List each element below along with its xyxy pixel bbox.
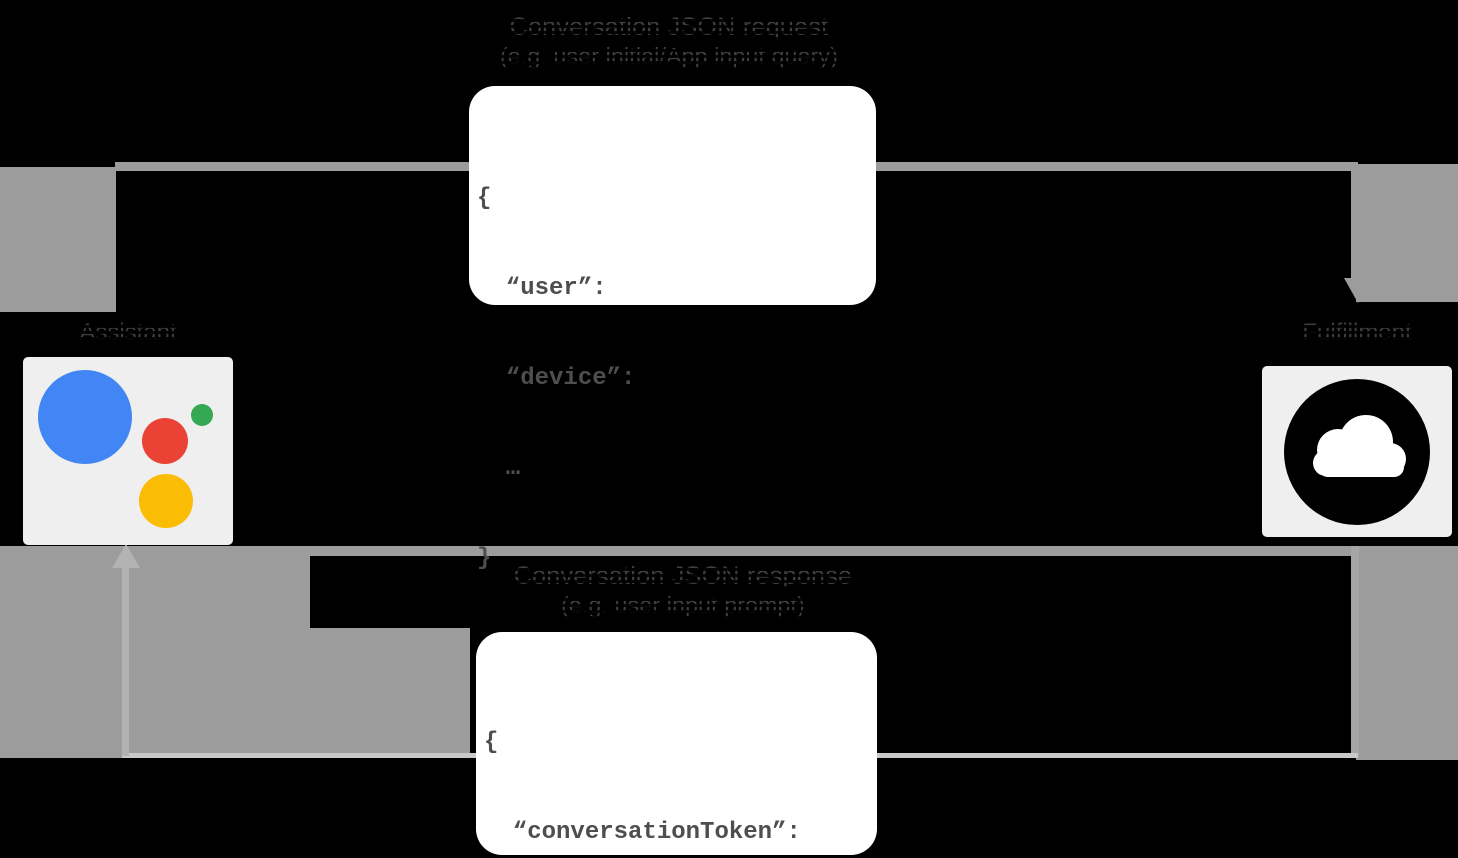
request-json-panel: { “user”: “device”: … }	[469, 86, 876, 572]
code-line: {	[477, 185, 492, 212]
response-json-panel: { “conversationToken”: “userStorage”: … …	[476, 632, 877, 855]
request-title: Conversation JSON request	[369, 13, 969, 42]
response-subtitle: (e.g. user input prompt)	[383, 592, 983, 619]
request-subtitle: (e.g. user initial/App input query)	[369, 43, 969, 70]
assistant-green-circle	[191, 404, 213, 426]
request-arrow-drop-shaft	[1351, 164, 1362, 280]
assistant-node-label: Assistant	[23, 319, 233, 350]
code-line: “conversationToken”:	[484, 819, 801, 846]
response-arrow-right-block	[1356, 546, 1458, 760]
assistant-blue-circle	[38, 370, 132, 464]
fulfillment-tile	[1262, 366, 1452, 537]
response-arrow-down-shaft	[1351, 546, 1359, 756]
assistant-yellow-circle	[139, 474, 193, 528]
assistant-red-circle	[142, 418, 188, 464]
response-arrow-top-band	[470, 546, 1356, 558]
response-arrow-up-shaft	[122, 566, 129, 756]
request-arrow-left-block	[0, 167, 116, 312]
code-line: “user”:	[477, 275, 607, 302]
assistant-tile	[23, 357, 233, 545]
request-arrowhead-icon	[1344, 278, 1372, 303]
fulfillment-node-label: Fulfillment	[1262, 319, 1452, 350]
code-line: “device”:	[477, 365, 636, 392]
code-line: …	[477, 455, 521, 482]
response-title: Conversation JSON response	[383, 562, 983, 591]
request-arrow-right-block	[1356, 164, 1458, 302]
cloud-icon	[1284, 379, 1430, 525]
code-line: }	[477, 545, 492, 572]
code-line: {	[484, 729, 499, 756]
response-arrowhead-icon	[112, 544, 140, 568]
google-assistant-icon	[23, 357, 233, 545]
